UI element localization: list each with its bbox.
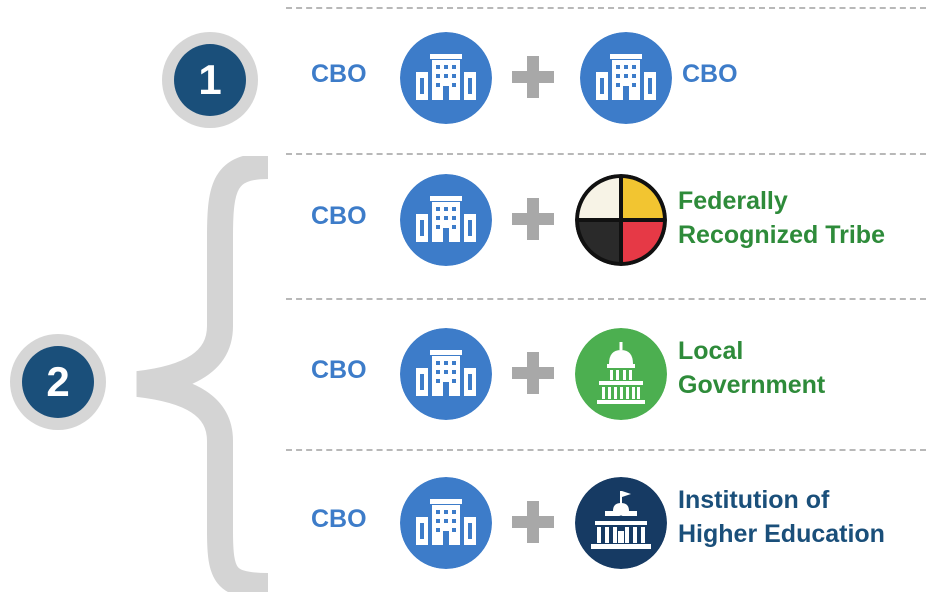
divider-top [286, 7, 926, 9]
partner-label-local-government: Local Government [678, 334, 825, 402]
plus-icon [512, 501, 554, 543]
partner-line1: Federally [678, 187, 788, 215]
university-icon [575, 477, 667, 569]
partner-line1: Local [678, 337, 744, 365]
partner-line2: Government [678, 371, 826, 399]
cbo-label: CBO [311, 60, 367, 88]
divider-3 [286, 449, 926, 451]
curly-brace [136, 156, 269, 592]
cbo-label: CBO [311, 356, 367, 384]
building-icon [580, 32, 672, 124]
divider-2 [286, 298, 926, 300]
building-icon [400, 477, 492, 569]
row-cbo-tribe: CBO Federally Recognized Tribe [0, 172, 930, 272]
partner-label-tribe: Federally Recognized Tribe [678, 184, 885, 252]
row-cbo-higher-education: CBO Institution of Higher Education [0, 475, 930, 575]
cbo-label: CBO [311, 202, 367, 230]
row-cbo-cbo: CBO CBO [0, 30, 930, 130]
plus-icon [512, 56, 554, 98]
building-icon [400, 174, 492, 266]
partner-line1: Institution of [678, 486, 830, 514]
building-icon [400, 32, 492, 124]
plus-icon [512, 352, 554, 394]
partner-label-higher-education: Institution of Higher Education [678, 483, 885, 551]
building-icon [400, 328, 492, 420]
capitol-icon [575, 328, 667, 420]
plus-icon [512, 198, 554, 240]
cbo-label: CBO [311, 505, 367, 533]
medicine-wheel-icon [575, 174, 667, 266]
divider-1 [286, 153, 926, 155]
partner-line2: Recognized Tribe [678, 221, 885, 249]
option-2-number: 2 [22, 346, 94, 418]
partner-line2: Higher Education [678, 520, 885, 548]
option-1-number: 1 [174, 44, 246, 116]
option-2-badge: 2 [10, 334, 106, 430]
cbo-label-right: CBO [682, 60, 738, 88]
option-1-badge: 1 [162, 32, 258, 128]
row-cbo-local-government: CBO Local Government [0, 326, 930, 426]
